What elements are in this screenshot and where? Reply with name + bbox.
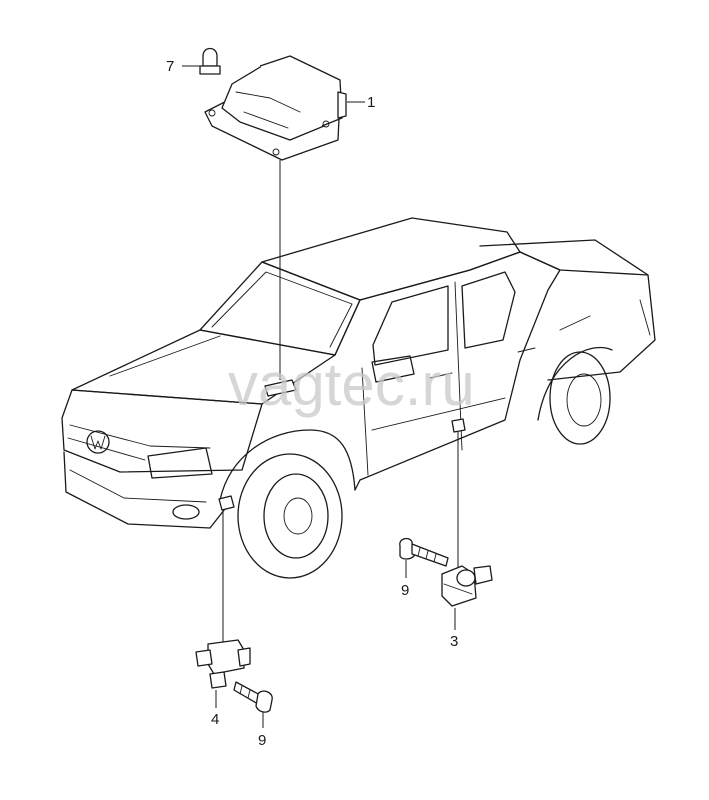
bolt-part-9-lower xyxy=(233,681,273,713)
nut-part-7 xyxy=(199,47,221,75)
callout-1: 1 xyxy=(367,94,375,111)
callout-9-lower: 9 xyxy=(258,732,266,749)
callout-3: 3 xyxy=(450,633,458,650)
callout-7: 7 xyxy=(166,58,174,75)
crash-sensor-part-4 xyxy=(195,639,251,689)
pickup-truck-outline xyxy=(61,217,656,579)
control-unit-location-marker xyxy=(264,379,297,397)
airbag-control-unit xyxy=(204,55,347,161)
callout-4: 4 xyxy=(211,711,219,728)
callout-9-upper: 9 xyxy=(401,582,409,599)
bolt-part-9-upper xyxy=(399,537,449,567)
side-sensor-location-marker xyxy=(451,418,466,433)
front-sensor-location-marker xyxy=(218,495,235,511)
watermark-text: vagtec.ru xyxy=(228,351,475,418)
vw-logo-icon xyxy=(86,430,110,454)
crash-sensor-part-3 xyxy=(441,565,493,607)
